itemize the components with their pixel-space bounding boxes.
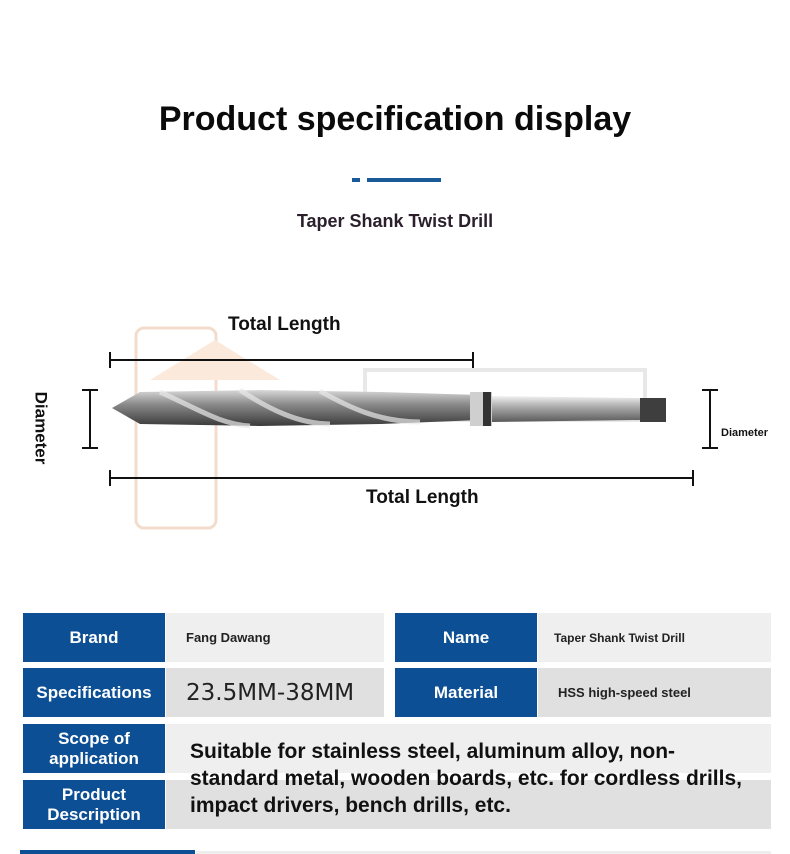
name-key: Name <box>395 613 537 662</box>
name-value: Taper Shank Twist Drill <box>538 613 771 662</box>
description-key: Product Description <box>23 780 165 829</box>
page-title: Product specification display <box>158 100 632 138</box>
material-value: HSS high-speed steel <box>538 668 771 717</box>
brand-value: Fang Dawang <box>166 613 384 662</box>
left-diameter-label: Diameter <box>31 391 51 465</box>
scope-key: Scope of application <box>23 724 165 773</box>
bottom-divider <box>196 851 771 854</box>
specifications-value: 23.5MM-38MM <box>166 668 384 717</box>
bottom-length-label: Total Length <box>366 487 479 508</box>
accent-divider <box>352 178 360 182</box>
drill-illustration <box>82 326 718 530</box>
product-subtitle: Taper Shank Twist Drill <box>296 211 494 231</box>
brand-key: Brand <box>23 613 165 662</box>
description-text: Suitable for stainless steel, aluminum a… <box>190 740 742 817</box>
description-row-bg <box>166 780 771 829</box>
material-key: Material <box>395 668 537 717</box>
drill-diagram: Total Length Total Length Diameter Diame… <box>0 300 790 540</box>
top-length-label: Total Length <box>228 314 341 335</box>
specifications-key: Specifications <box>23 668 165 717</box>
bottom-accent-bar <box>20 850 195 854</box>
scope-row-bg <box>166 724 771 773</box>
accent-divider <box>367 178 441 182</box>
right-diameter-label: Diameter <box>721 427 769 439</box>
